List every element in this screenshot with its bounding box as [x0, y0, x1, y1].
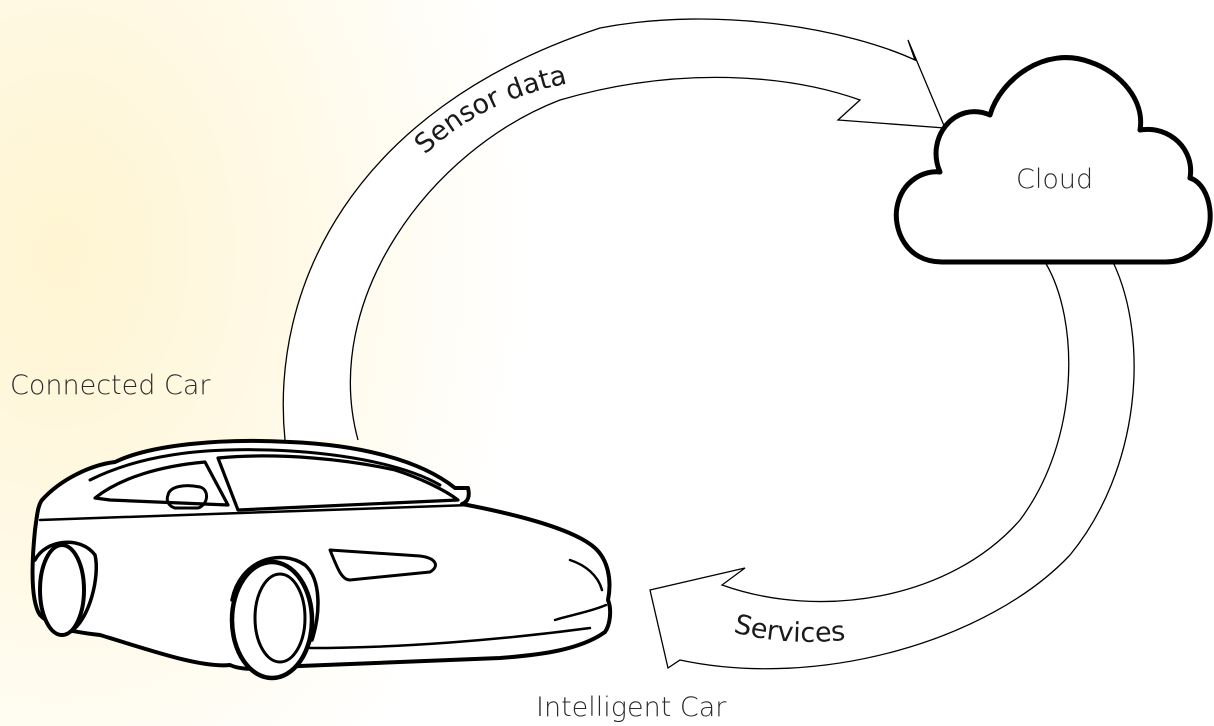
- cloud-icon: [893, 55, 1213, 265]
- car-icon: [30, 438, 613, 681]
- intelligent-car-label: Intelligent Car: [536, 692, 727, 723]
- services-arrow: [649, 261, 1135, 670]
- connected-car-label: Connected Car: [10, 370, 211, 401]
- sensor-data-arrow: [282, 18, 947, 441]
- cloud-label: Cloud: [1016, 164, 1094, 195]
- sensor-data-label: Sensor data: [409, 60, 570, 160]
